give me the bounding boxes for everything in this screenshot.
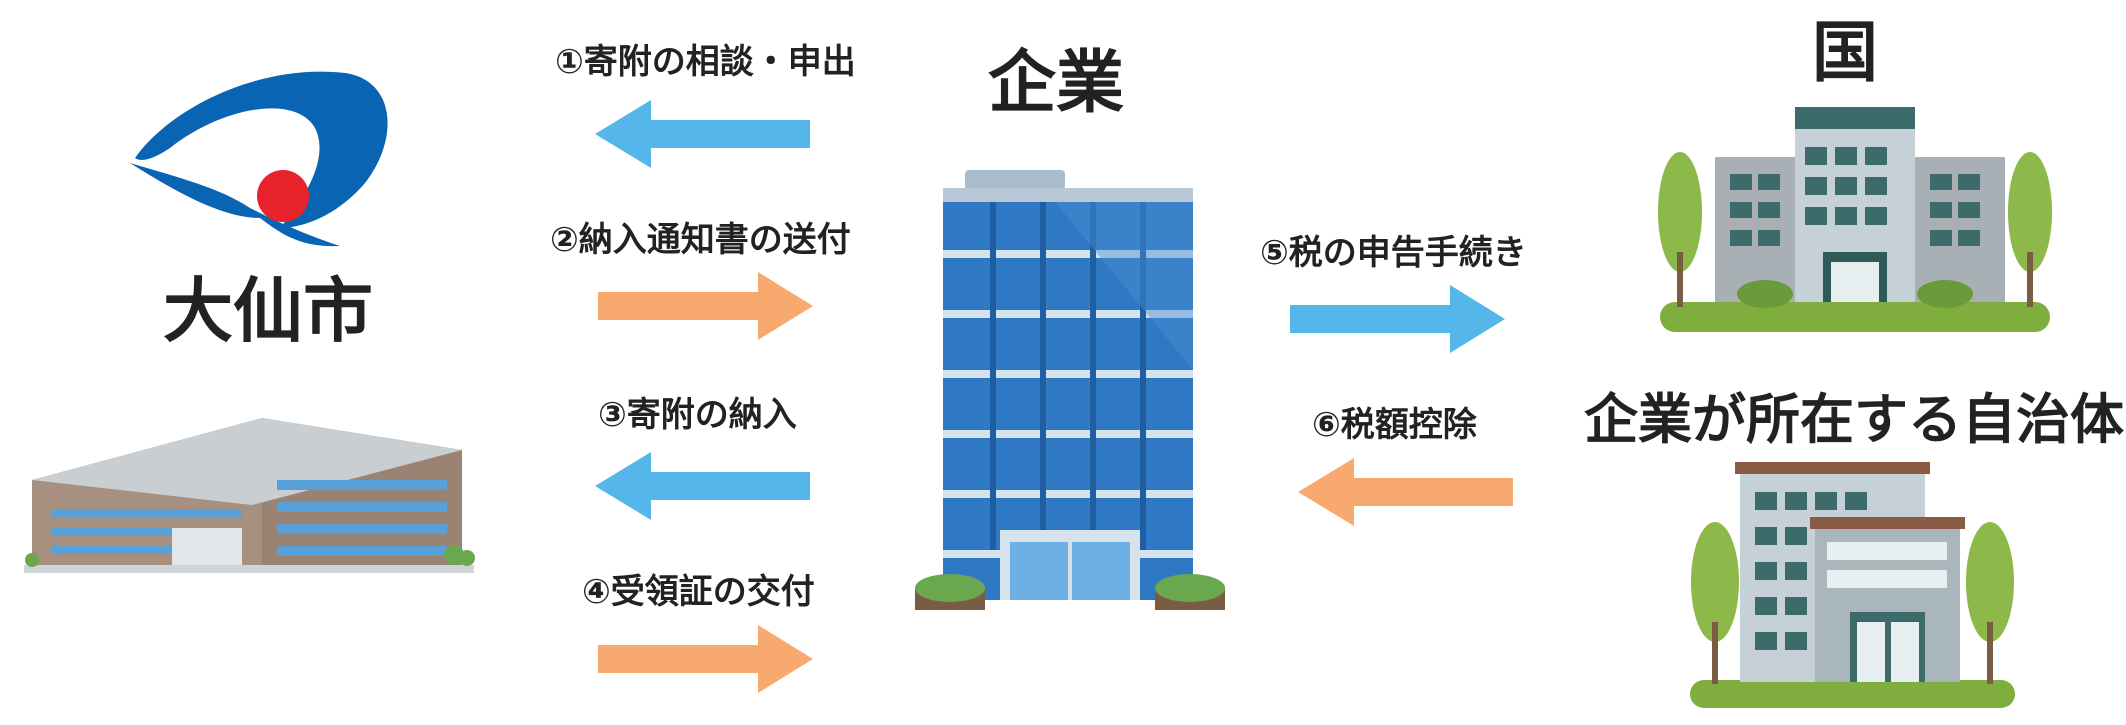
- step-2-label: ②納入通知書の送付: [550, 220, 851, 260]
- country-title: 国: [1812, 14, 1878, 91]
- step-4-arrow-right-icon: [598, 625, 813, 693]
- company-office-tower-icon: [915, 170, 1225, 610]
- city-name: 大仙市: [163, 270, 373, 352]
- company-title: 企業: [988, 44, 1125, 123]
- government-building-icon: [1658, 107, 2052, 332]
- municipality-title: 企業が所在する自治体: [1584, 388, 2124, 451]
- step-5-arrow-right-icon: [1290, 285, 1505, 353]
- step-1-arrow-left-icon: [595, 100, 810, 168]
- municipal-building-icon: [1690, 462, 2015, 708]
- city-hall-building-icon: [24, 418, 475, 573]
- step-2-arrow-right-icon: [598, 272, 813, 340]
- step-3-arrow-left-icon: [595, 452, 810, 520]
- step-3-label: ③寄附の納入: [598, 395, 797, 435]
- step-6-arrow-left-icon: [1298, 458, 1513, 526]
- step-1-label: ①寄附の相談・申出: [555, 42, 856, 82]
- city-emblem-icon: [130, 71, 388, 247]
- step-6-label: ⑥税額控除: [1312, 405, 1477, 445]
- step-4-label: ④受領証の交付: [582, 572, 815, 612]
- step-5-label: ⑤税の申告手続き: [1260, 233, 1527, 273]
